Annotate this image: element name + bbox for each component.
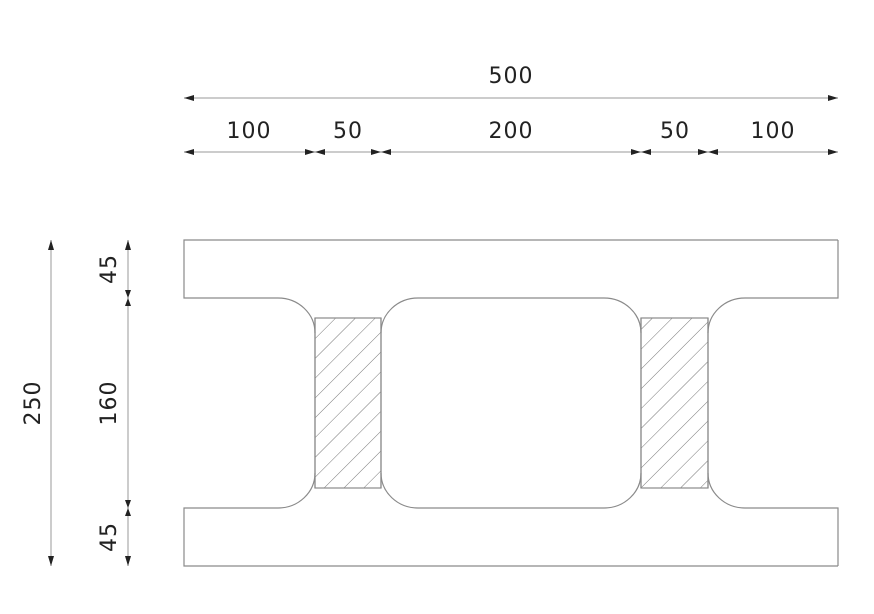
hatched-web-left (314, 317, 382, 489)
hatched-web-right (640, 317, 709, 489)
dimension-label-45-top: 45 (97, 254, 122, 284)
dimension-overall-height: 250 (21, 240, 54, 566)
dimension-segment-heights: 45 160 45 (97, 240, 131, 566)
block-section-outline (183, 239, 839, 567)
dimension-segment-widths: 100 50 200 50 100 (184, 119, 838, 155)
dimension-label-500: 500 (489, 64, 534, 89)
dimension-label-50-left: 50 (333, 119, 363, 144)
dimension-label-50-right: 50 (660, 119, 690, 144)
dimension-label-250: 250 (21, 381, 46, 426)
dimension-overall-width: 500 (184, 64, 838, 101)
dimension-label-100-left: 100 (227, 119, 272, 144)
dimension-label-200: 200 (489, 119, 534, 144)
dimension-label-45-bottom: 45 (97, 522, 122, 552)
dimension-label-100-right: 100 (751, 119, 796, 144)
dimension-label-160: 160 (97, 381, 122, 426)
